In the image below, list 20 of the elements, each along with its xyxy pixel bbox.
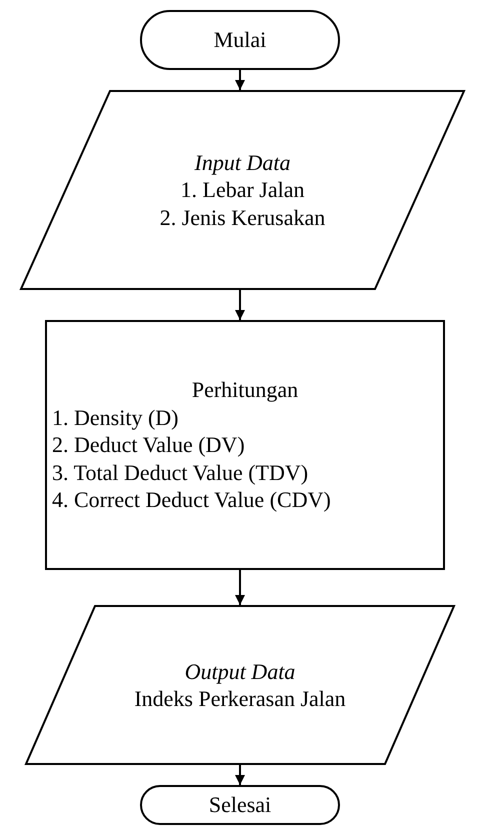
data-parallelogram — [25, 605, 455, 765]
node-text: 1. Lebar Jalan — [180, 176, 304, 204]
terminal-shape — [140, 785, 340, 825]
node-label: Selesai — [208, 791, 272, 819]
node-text: Indeks Perkerasan Jalan — [134, 685, 346, 712]
node-text: 2. Jenis Kerusakan — [160, 204, 326, 232]
node-label: Mulai — [214, 26, 266, 54]
list-item: 1. Density (D) — [51, 404, 180, 432]
arrow — [235, 570, 245, 605]
arrow — [235, 70, 245, 90]
arrow — [235, 290, 245, 320]
node-heading: Input Data — [194, 148, 290, 176]
process-box — [45, 320, 445, 570]
list-item: 3. Total Deduct Value (TDV) — [51, 458, 310, 486]
node-heading: Output Data — [184, 658, 296, 685]
list-item: 2. Deduct Value (DV) — [51, 431, 246, 459]
node-heading: Perhitungan — [192, 376, 298, 404]
list-item: 4. Correct Deduct Value (CDV) — [51, 486, 332, 514]
arrow — [235, 765, 245, 785]
data-parallelogram — [20, 90, 465, 290]
